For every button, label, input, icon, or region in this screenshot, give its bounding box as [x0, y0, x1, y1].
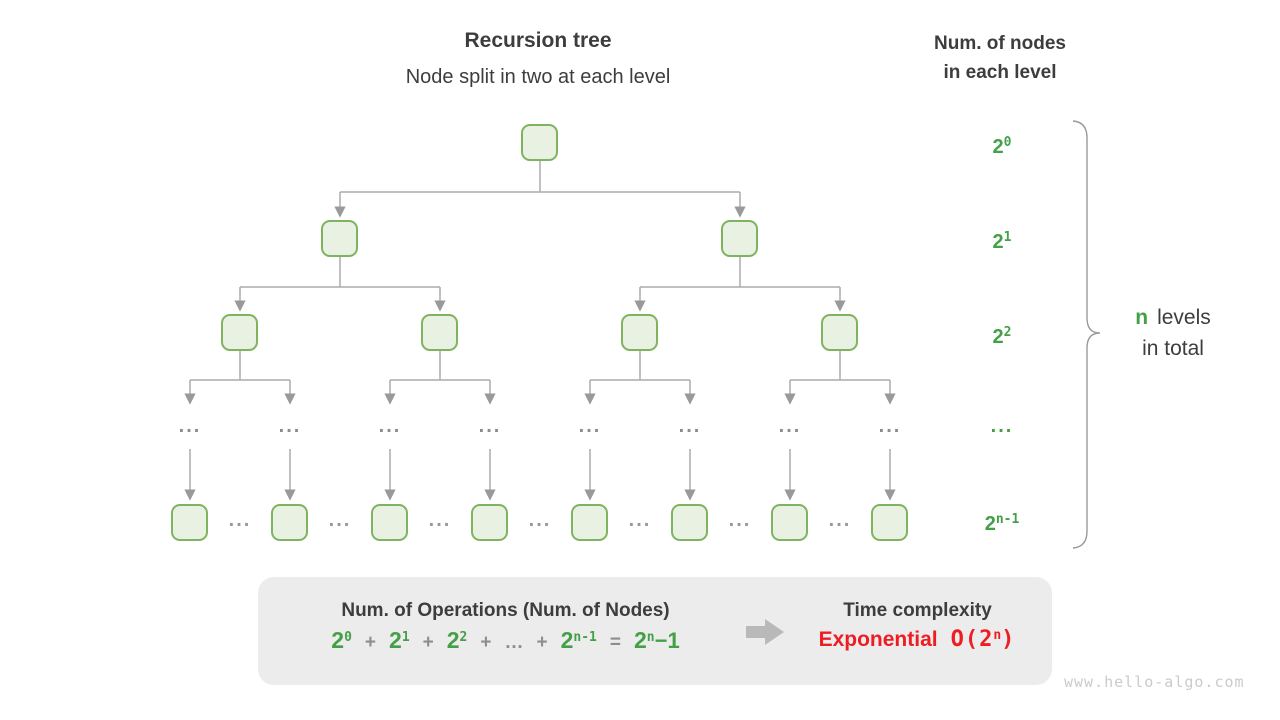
- tree-ellipsis: ...: [628, 509, 652, 531]
- tree-node: [171, 504, 208, 541]
- tree-ellipsis: ...: [728, 509, 752, 531]
- level-count-label: 22: [992, 325, 1012, 348]
- tree-node: [221, 314, 258, 351]
- page-subtitle: Node split in two at each level: [405, 66, 671, 88]
- tree-node: [471, 504, 508, 541]
- tree-ellipsis: ...: [478, 415, 502, 437]
- tree-ellipsis: ...: [678, 415, 702, 437]
- formula-power-term: 20: [331, 627, 352, 653]
- tree-node: [821, 314, 858, 351]
- tree-node: [621, 314, 658, 351]
- formula-operator: +: [480, 632, 492, 653]
- tree-node: [371, 504, 408, 541]
- time-complexity-value: Exponential O(2n): [786, 627, 1048, 652]
- tree-node: [721, 220, 758, 257]
- operations-title: Num. of Operations (Num. of Nodes): [341, 600, 670, 621]
- brace-note-line2: in total: [1142, 337, 1204, 360]
- tree-node: [421, 314, 458, 351]
- formula-operator: +: [364, 632, 377, 653]
- level-count-label: 2n-1: [984, 512, 1020, 535]
- levels-column-header-line1: Num. of nodes: [934, 33, 1066, 54]
- level-count-label: ...: [990, 415, 1014, 437]
- formula-operator: …: [504, 632, 524, 653]
- tree-node: [321, 220, 358, 257]
- brace-note-levels: levels: [1157, 306, 1211, 329]
- formula-power-term: 22: [446, 627, 468, 653]
- tree-ellipsis: ...: [278, 415, 302, 437]
- exponential-label: Exponential: [818, 628, 938, 651]
- tree-ellipsis: ...: [578, 415, 602, 437]
- formula-operator: =: [609, 632, 621, 653]
- formula-operator: +: [536, 632, 548, 653]
- tree-node: [521, 124, 558, 161]
- brace: [1072, 120, 1101, 549]
- summary-box: [258, 577, 1052, 685]
- tree-ellipsis: ...: [828, 509, 852, 531]
- big-o-notation: O(2n): [950, 627, 1016, 652]
- formula-power-term: 21: [389, 627, 410, 653]
- formula-power-term: 2n−1: [633, 627, 680, 653]
- right-block-arrow-icon: [746, 619, 784, 645]
- tree-node: [871, 504, 908, 541]
- formula-power-term: 2n-1: [560, 627, 597, 653]
- tree-ellipsis: ...: [328, 509, 352, 531]
- tree-node: [271, 504, 308, 541]
- time-complexity-title: Time complexity: [843, 600, 992, 621]
- formula-operator: +: [422, 632, 434, 653]
- tree-ellipsis: ...: [178, 415, 202, 437]
- tree-ellipsis: ...: [778, 415, 802, 437]
- tree-node: [771, 504, 808, 541]
- tree-node: [571, 504, 608, 541]
- watermark: www.hello-algo.com: [1064, 673, 1245, 691]
- level-count-label: 21: [992, 230, 1012, 253]
- tree-node: [671, 504, 708, 541]
- levels-column-header-line2: in each level: [943, 62, 1057, 83]
- levels-column-header: Num. of nodes in each level: [900, 29, 1100, 87]
- page-title: Recursion tree: [464, 29, 612, 52]
- tree-ellipsis: ...: [378, 415, 402, 437]
- tree-ellipsis: ...: [878, 415, 902, 437]
- tree-ellipsis: ...: [428, 509, 452, 531]
- tree-ellipsis: ...: [228, 509, 252, 531]
- level-count-label: 20: [992, 135, 1012, 158]
- operations-formula: 20 +21 +22 + … +2n-1 = 2n−1: [278, 627, 733, 654]
- brace-note-n: n: [1135, 306, 1149, 329]
- tree-ellipsis: ...: [528, 509, 552, 531]
